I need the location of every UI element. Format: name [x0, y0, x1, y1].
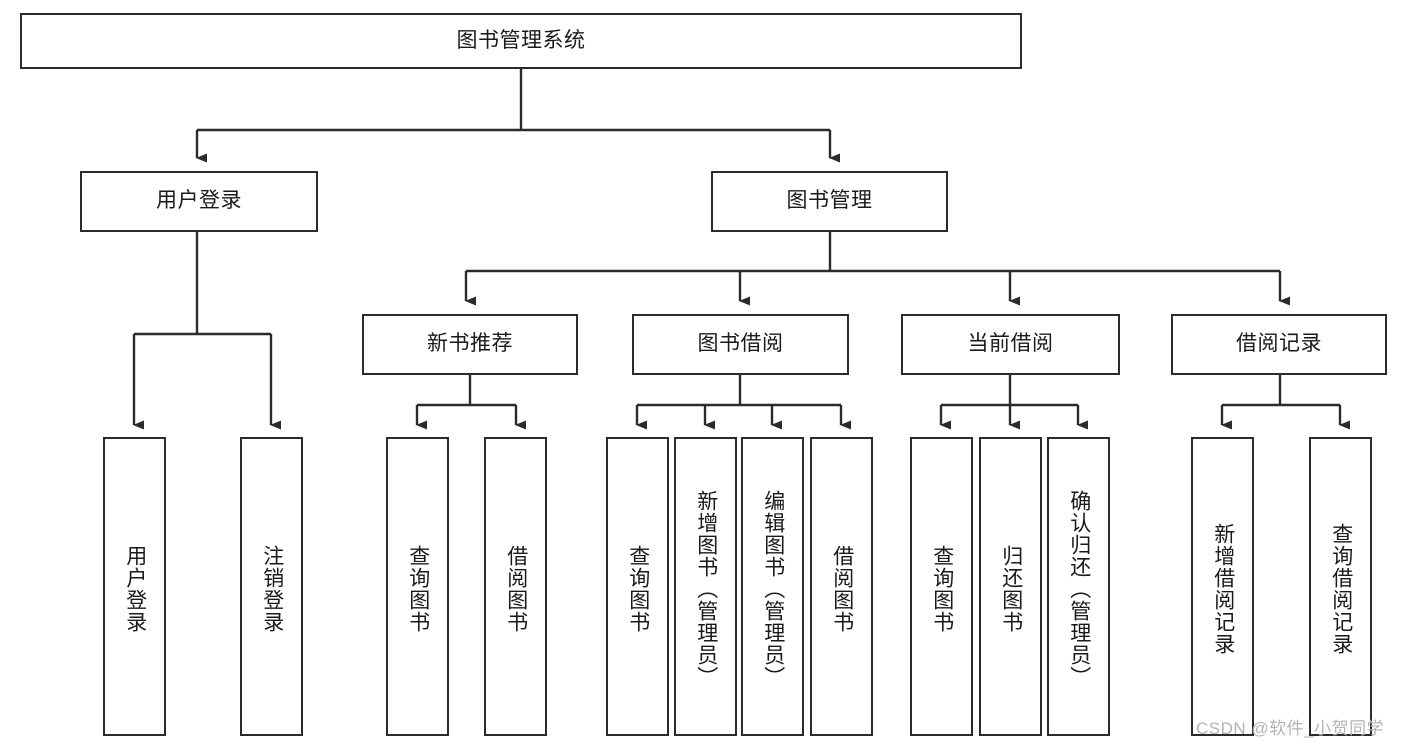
node-label: 新增图书（管理员）: [694, 489, 718, 688]
leaf-return-book[interactable]: 归还图书: [979, 437, 1042, 736]
node-new-book-recommend[interactable]: 新书推荐: [362, 314, 578, 375]
node-user-login[interactable]: 用户登录: [80, 171, 318, 232]
node-borrow-record[interactable]: 借阅记录: [1171, 314, 1387, 375]
node-book-management[interactable]: 图书管理: [711, 171, 948, 232]
node-label: 新增借阅记录: [1211, 522, 1235, 655]
leaf-logout[interactable]: 注销登录: [240, 437, 303, 736]
leaf-user-login[interactable]: 用户登录: [103, 437, 166, 736]
node-label: 用户登录: [156, 189, 242, 213]
node-label: 查询图书: [406, 544, 430, 633]
leaf-add-borrow-record[interactable]: 新增借阅记录: [1191, 437, 1254, 736]
node-label: 借阅记录: [1236, 332, 1322, 356]
csdn-watermark: CSDN @软件_小贺同学: [1196, 719, 1385, 738]
leaf-query-borrow-record[interactable]: 查询借阅记录: [1309, 437, 1372, 736]
node-label: 当前借阅: [967, 332, 1054, 356]
node-label: 查询借阅记录: [1329, 522, 1353, 655]
node-label: 借阅图书: [830, 544, 854, 633]
leaf-query-book-current[interactable]: 查询图书: [910, 437, 973, 736]
node-label: 查询图书: [930, 544, 954, 633]
leaf-confirm-return-admin[interactable]: 确认归还（管理员）: [1047, 437, 1110, 736]
node-label: 用户登录: [123, 544, 147, 633]
leaf-query-book-borrow[interactable]: 查询图书: [606, 437, 669, 736]
node-label: 借阅图书: [504, 544, 528, 633]
leaf-add-book-admin[interactable]: 新增图书（管理员）: [674, 437, 737, 736]
node-current-borrow[interactable]: 当前借阅: [901, 314, 1120, 375]
node-book-borrow[interactable]: 图书借阅: [632, 314, 849, 375]
node-label: 图书借阅: [697, 332, 784, 356]
leaf-query-book-recommend[interactable]: 查询图书: [386, 437, 449, 736]
leaf-borrow-book-recommend[interactable]: 借阅图书: [484, 437, 547, 736]
node-label: 归还图书: [999, 544, 1023, 633]
node-label: 新书推荐: [427, 332, 513, 356]
node-label: 图书管理系统: [456, 28, 586, 52]
node-label: 查询图书: [626, 544, 650, 633]
node-label: 确认归还（管理员）: [1067, 489, 1091, 688]
node-label: 注销登录: [260, 544, 284, 633]
node-root-system[interactable]: 图书管理系统: [20, 13, 1022, 69]
node-label: 编辑图书（管理员）: [761, 489, 785, 688]
leaf-edit-book-admin[interactable]: 编辑图书（管理员）: [741, 437, 804, 736]
leaf-borrow-book[interactable]: 借阅图书: [810, 437, 873, 736]
node-label: 图书管理: [786, 189, 873, 213]
